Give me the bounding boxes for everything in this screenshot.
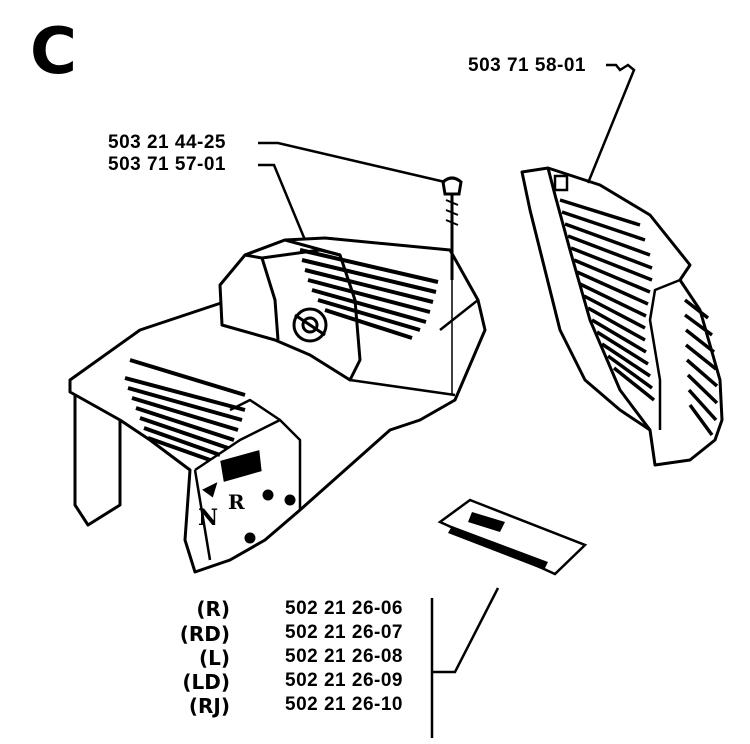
leader-lines [258, 63, 636, 738]
decal-part-rj: 502 21 26-10 [285, 694, 403, 715]
screw-drawing [441, 176, 463, 395]
decal-variant-r: (R) [196, 597, 230, 621]
rear-cover-part-number: 503 71 58-01 [468, 55, 586, 76]
decal-drawing [437, 498, 588, 576]
decal-variant-rj: (RJ) [188, 694, 230, 718]
rear-cover-slots [559, 198, 719, 437]
rear-cover-tab [553, 174, 569, 192]
decal-variant-rd: (RD) [179, 622, 230, 646]
top-cover-part-number: 503 71 57-01 [108, 154, 226, 175]
cover-front-marks [202, 450, 296, 544]
cover-vent-left [124, 358, 246, 462]
decal-variant-ld: (LD) [182, 670, 230, 694]
cover-marking-r: R [228, 490, 246, 514]
decal-part-r: 502 21 26-06 [285, 598, 403, 619]
decal-part-rd: 502 21 26-07 [285, 622, 403, 643]
decal-part-l: 502 21 26-08 [285, 646, 403, 667]
cover-marking-n: N [198, 505, 219, 531]
section-letter: C [30, 15, 77, 89]
screw-part-number: 503 21 44-25 [108, 132, 226, 153]
cover-vent-right [299, 248, 439, 340]
decal-part-ld: 502 21 26-09 [285, 670, 403, 691]
decal-variant-l: (L) [198, 646, 230, 670]
brand-logo-icon [292, 307, 328, 343]
